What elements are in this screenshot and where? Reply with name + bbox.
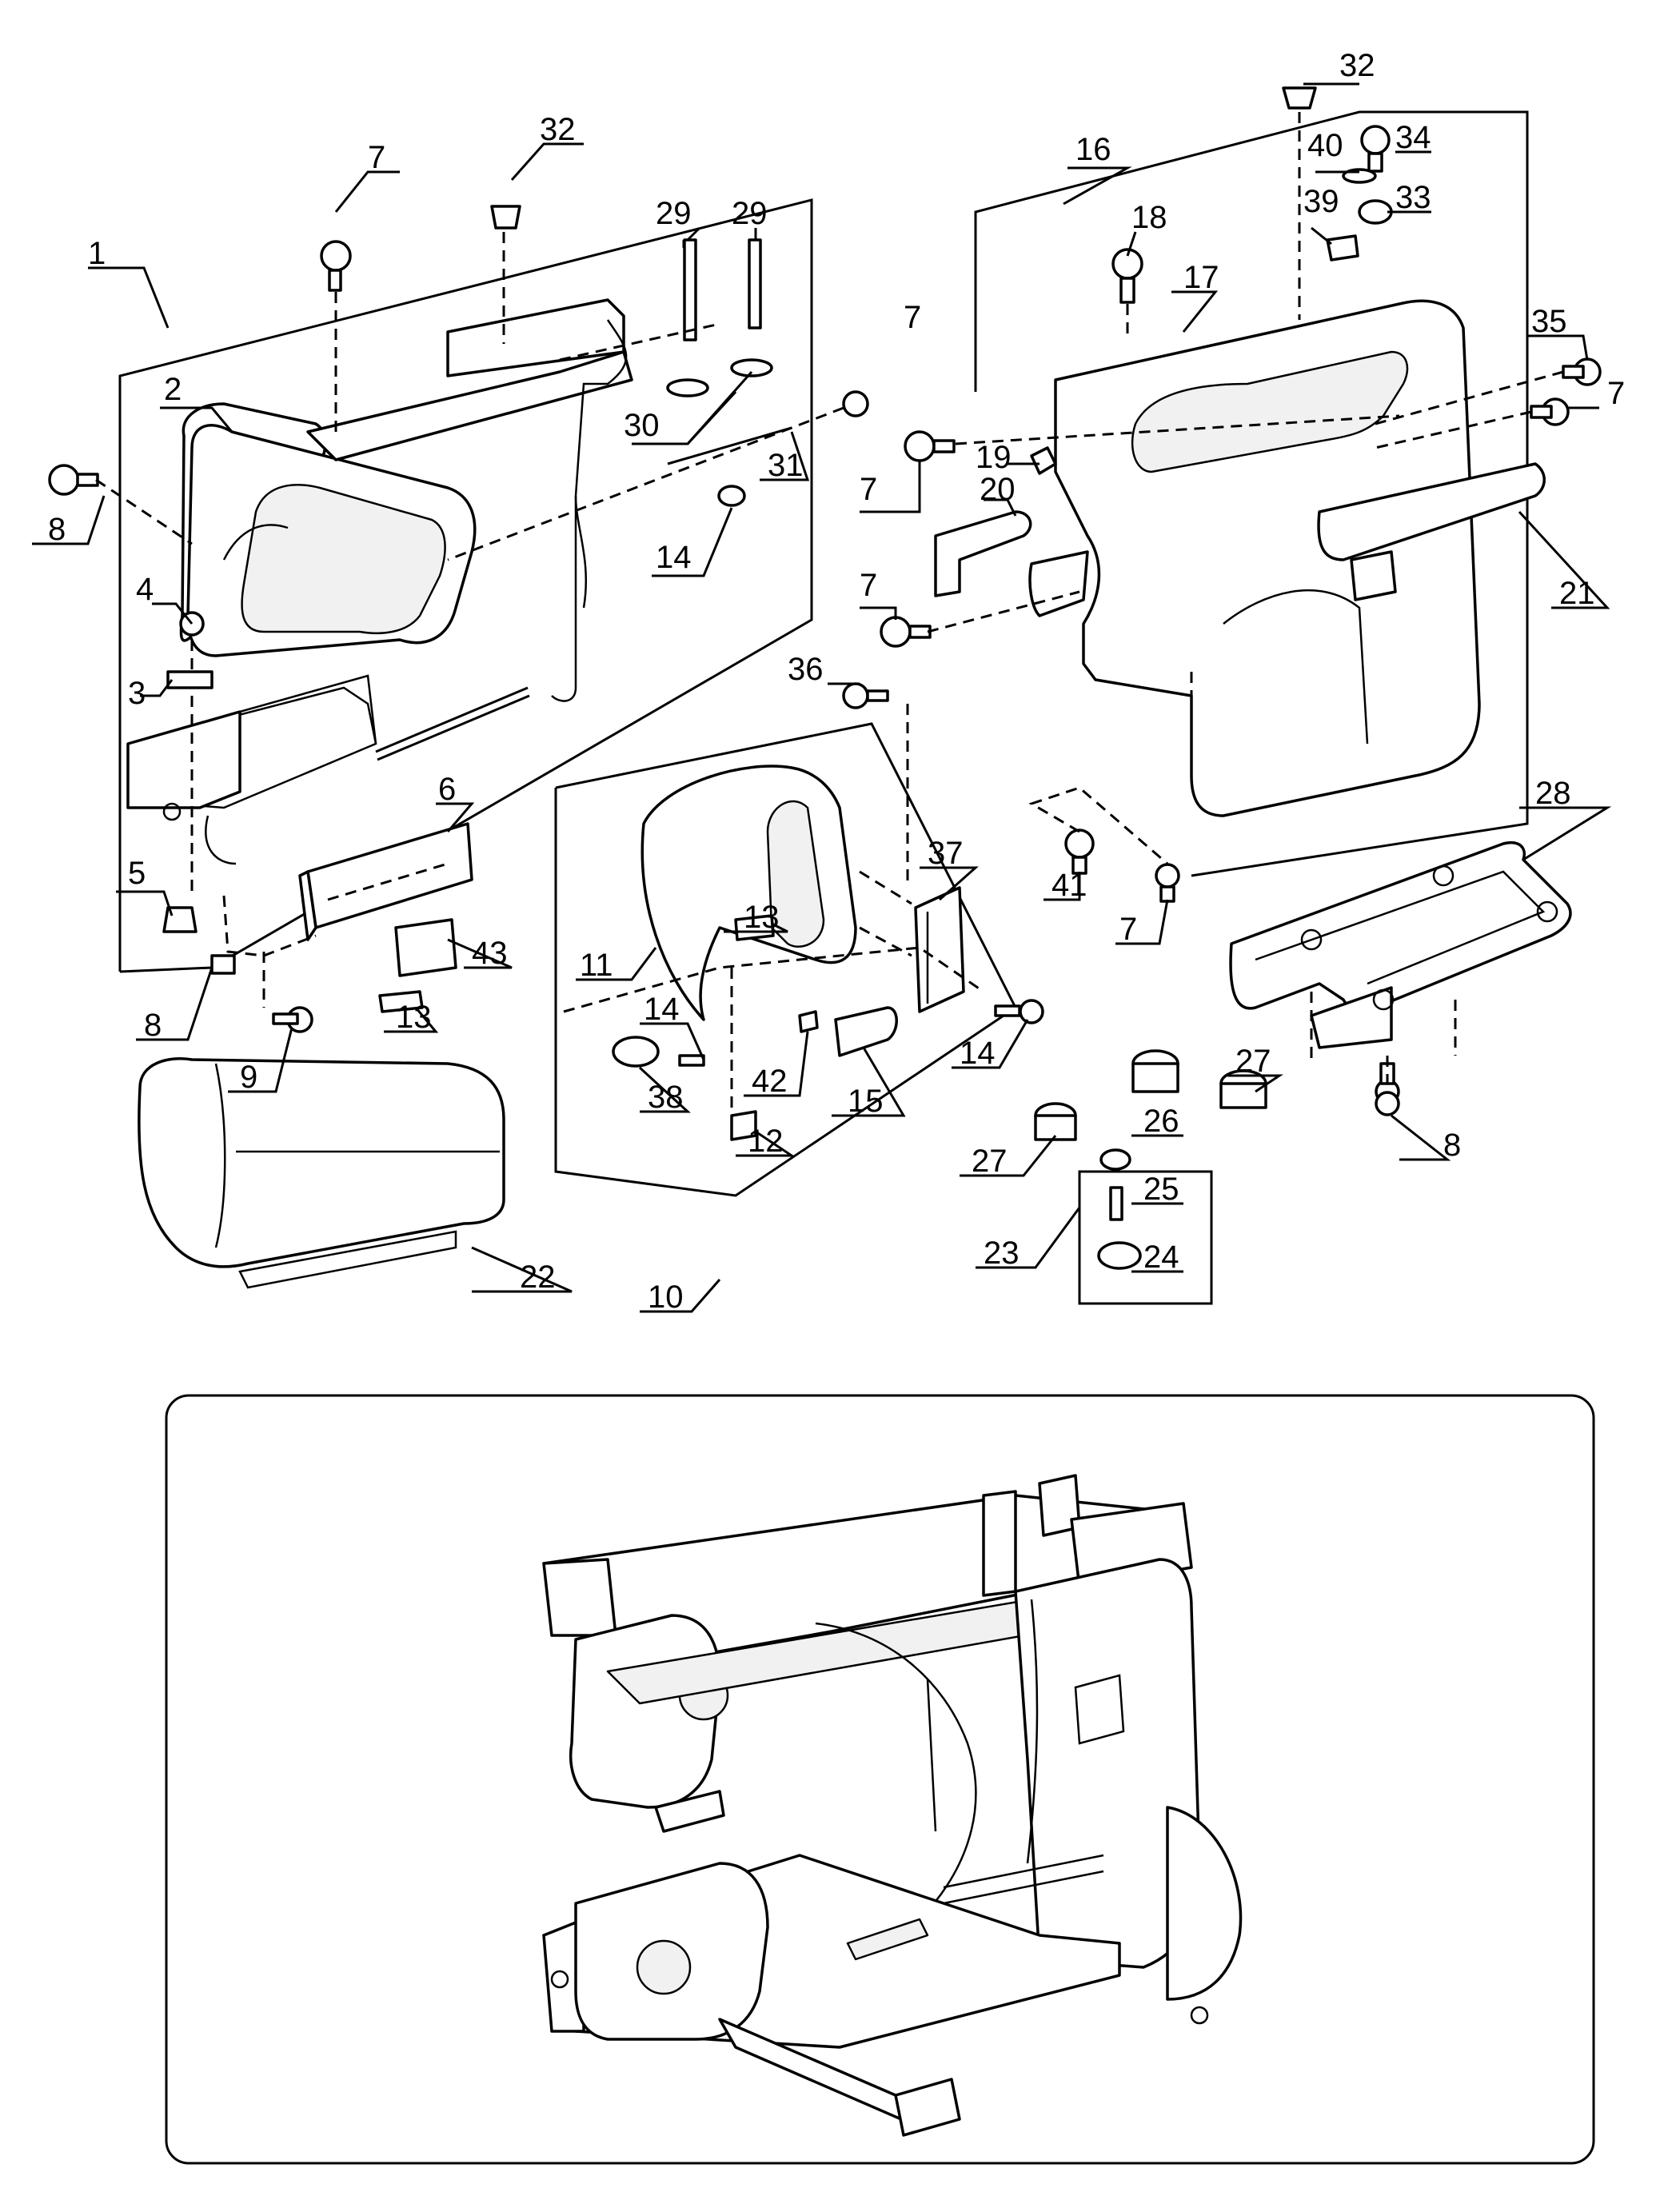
label-4: 4 [136, 572, 154, 607]
label-10: 10 [648, 1280, 684, 1315]
leader-lines [32, 82, 1612, 1313]
label-13-a: 13 [744, 900, 780, 935]
part-6-panel [298, 822, 473, 941]
label-7-f: 7 [1119, 912, 1137, 947]
left-group-fasteners [48, 205, 869, 1033]
accessory-case-part-22 [138, 1057, 505, 1289]
label-1: 1 [88, 236, 106, 271]
label-8-c: 8 [1443, 1128, 1461, 1163]
label-11: 11 [580, 948, 613, 983]
label-38: 38 [648, 1080, 684, 1115]
label-7-e: 7 [1607, 376, 1625, 411]
right-group-dashed-lines [927, 112, 1564, 1084]
label-26: 26 [1143, 1104, 1179, 1139]
label-34: 34 [1395, 120, 1431, 155]
screw-36 [842, 682, 889, 709]
rear-cover-part-17 [1028, 299, 1546, 817]
label-32-a: 32 [540, 112, 576, 147]
label-20: 20 [980, 472, 1016, 507]
label-13-b: 13 [396, 1000, 432, 1035]
label-16: 16 [1075, 132, 1111, 167]
label-14-b: 14 [644, 992, 680, 1027]
part-number-labels: 1 2 3 4 5 6 7 7 7 7 7 7 8 8 8 9 10 11 12… [48, 48, 1625, 1315]
label-7-a: 7 [368, 140, 385, 175]
label-43: 43 [472, 936, 508, 971]
label-8-b: 8 [144, 1008, 162, 1043]
machine-frame-drawing [542, 1474, 1243, 2137]
label-35: 35 [1531, 304, 1567, 339]
label-40: 40 [1307, 128, 1343, 163]
label-6: 6 [438, 772, 456, 807]
label-7-d: 7 [860, 568, 877, 603]
group-10-outline [554, 722, 1017, 1197]
rubber-feet-27 [1034, 1049, 1267, 1141]
label-30: 30 [624, 408, 660, 443]
label-3: 3 [128, 676, 146, 711]
label-27-b: 27 [1235, 1044, 1271, 1079]
label-8-a: 8 [48, 512, 66, 547]
label-18: 18 [1131, 200, 1167, 235]
label-15: 15 [848, 1084, 884, 1119]
spool-pins [666, 238, 792, 465]
label-7-b: 7 [904, 300, 921, 335]
frame-panel [165, 1394, 1595, 2165]
label-2: 2 [164, 372, 182, 407]
label-27-a: 27 [972, 1144, 1008, 1179]
label-14-c: 14 [960, 1036, 996, 1071]
label-24: 24 [1143, 1240, 1179, 1275]
front-cover-frame [126, 298, 633, 865]
label-37: 37 [928, 836, 964, 871]
group-10-small-parts [612, 914, 1044, 1141]
label-29-a: 29 [656, 196, 692, 231]
group-1-outline [118, 198, 813, 973]
group-10-dashed [563, 704, 984, 1112]
left-group-dashed-lines [95, 232, 844, 1008]
label-42: 42 [752, 1064, 788, 1099]
hinge-part-37 [914, 886, 965, 1013]
part-13-lower-label [378, 990, 424, 1013]
side-cover-part-11 [640, 765, 857, 1021]
label-5: 5 [128, 856, 146, 891]
label-23: 23 [984, 1236, 1020, 1271]
label-21: 21 [1559, 576, 1595, 611]
label-33: 33 [1395, 180, 1431, 215]
label-17: 17 [1183, 260, 1219, 295]
base-foot-8 [1375, 1091, 1400, 1116]
label-29-b: 29 [732, 196, 768, 231]
label-36: 36 [788, 652, 824, 687]
part-43-label [394, 918, 457, 977]
label-32-b: 32 [1339, 48, 1375, 83]
base-plate-part-28 [1229, 841, 1572, 1049]
label-39: 39 [1303, 184, 1339, 219]
foot-assembly-23 [1078, 1148, 1213, 1305]
label-14-a: 14 [656, 540, 692, 575]
label-9: 9 [240, 1060, 257, 1095]
label-12: 12 [748, 1124, 784, 1159]
label-19: 19 [976, 440, 1012, 475]
label-22: 22 [520, 1260, 556, 1295]
bracket-part-20 [934, 510, 1032, 597]
label-25: 25 [1143, 1172, 1179, 1207]
label-41: 41 [1051, 868, 1087, 903]
label-31: 31 [768, 448, 804, 483]
label-7-c: 7 [860, 472, 877, 507]
front-cover-shell [179, 402, 477, 657]
group-16-outline [974, 110, 1529, 877]
label-28: 28 [1535, 776, 1571, 811]
